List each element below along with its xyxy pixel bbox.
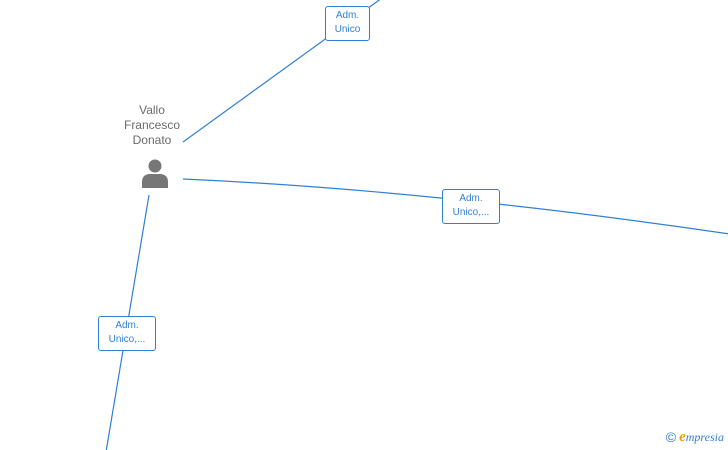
brand-name: mpresia	[685, 430, 724, 444]
copyright-icon: ©	[665, 429, 677, 445]
relation-label-2-line1: Adm.	[459, 193, 483, 204]
relation-label-1[interactable]: Adm. Unico	[325, 6, 370, 41]
relation-label-2[interactable]: Adm. Unico,...	[442, 189, 500, 224]
relation-label-1-line2: Unico	[334, 24, 361, 35]
relation-label-3[interactable]: Adm. Unico,...	[98, 316, 156, 351]
copyright-brand: © empresia	[666, 428, 724, 446]
relation-label-2-line2: Unico,...	[452, 207, 490, 218]
person-icon[interactable]	[139, 158, 171, 188]
brand-logo: empresia	[679, 428, 724, 446]
relation-label-1-line1: Adm.	[335, 10, 360, 21]
relation-label-3-line2: Unico,...	[108, 334, 146, 345]
relation-label-3-line1: Adm.	[115, 320, 139, 331]
person-name: Vallo Francesco Donato	[123, 103, 181, 147]
brand-initial: e	[679, 429, 686, 445]
